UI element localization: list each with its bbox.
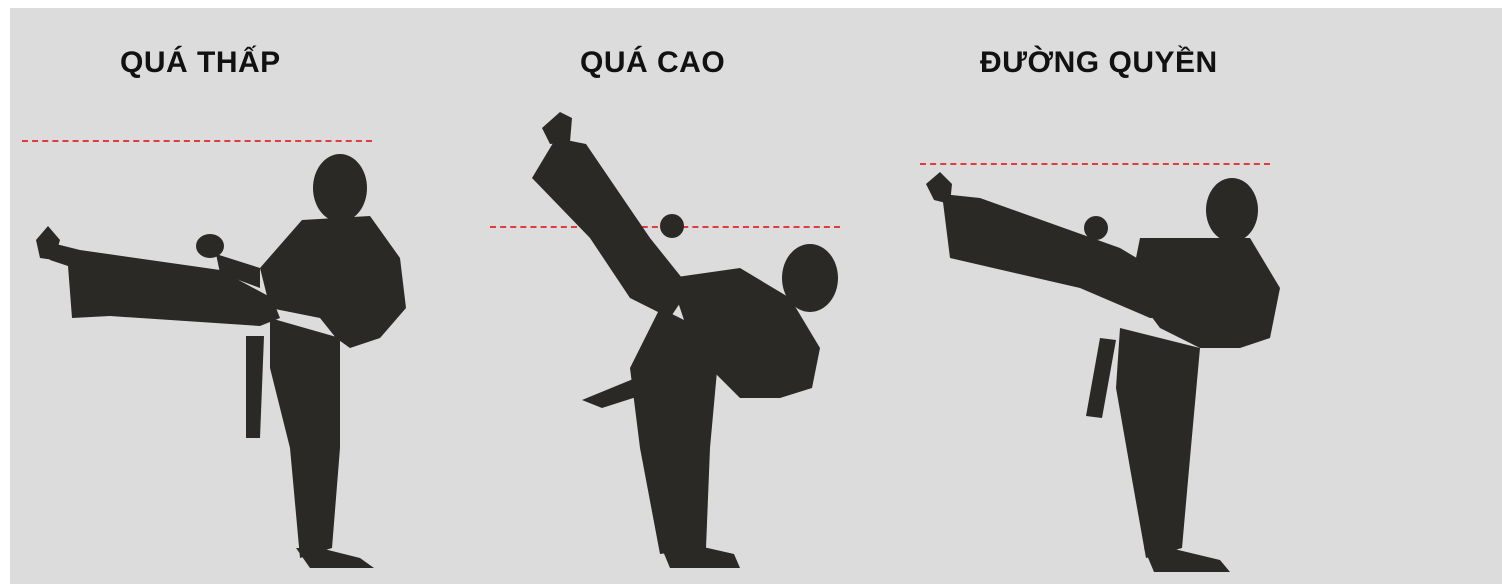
- illustration-canvas: QUÁ THẤP QUÁ CAO: [10, 8, 1502, 584]
- panel-title-too-low: QUÁ THẤP: [120, 46, 281, 80]
- panel-title-correct-path: ĐƯỜNG QUYỀN: [980, 46, 1218, 80]
- guide-line-correct-path: [920, 163, 1270, 165]
- guide-line-too-low: [22, 140, 372, 142]
- kicking-silhouette-high-icon: [520, 108, 850, 578]
- kicking-silhouette-low-icon: [20, 148, 420, 568]
- kicking-silhouette-correct-icon: [920, 168, 1280, 584]
- panel-title-too-high: QUÁ CAO: [580, 46, 725, 80]
